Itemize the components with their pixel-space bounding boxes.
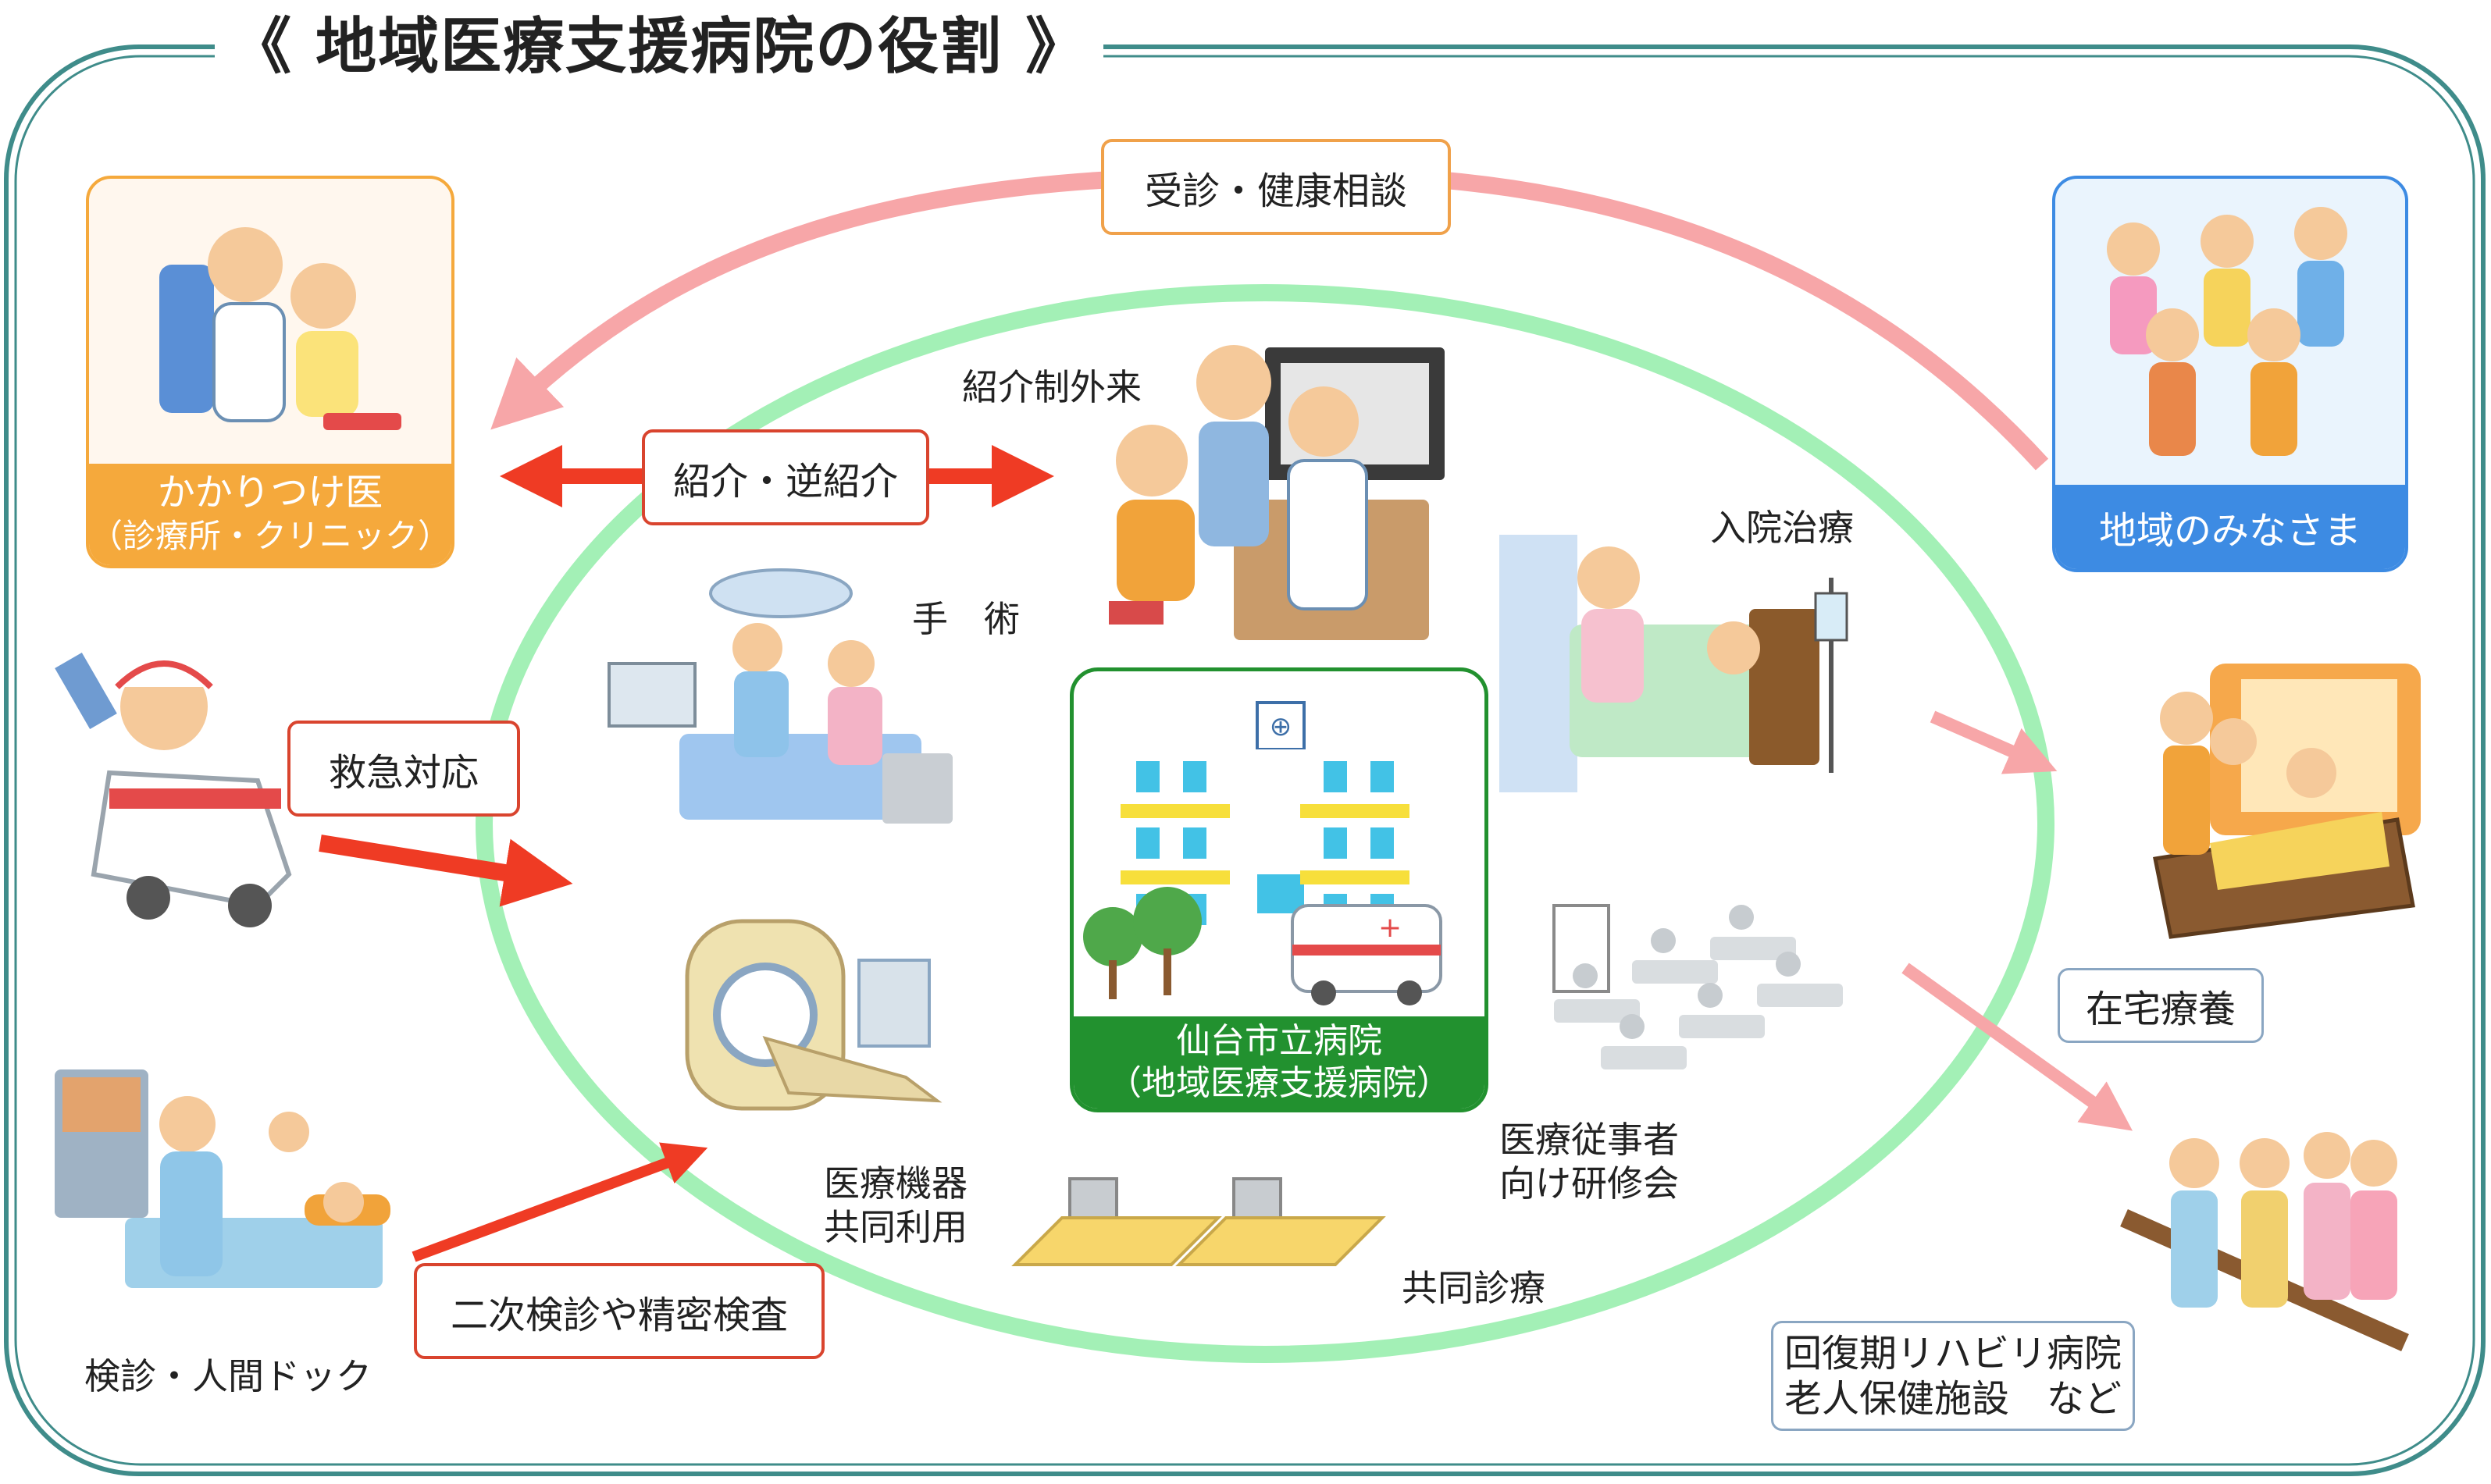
home-care-arrow [1930, 710, 2058, 774]
training-caption-line1: 医療従事者 [1499, 1119, 1679, 1161]
consult-label: 受診・健康相談 [1101, 139, 1451, 235]
equipment-caption-line2: 共同利用 [824, 1206, 968, 1248]
referral-label: 紹介・逆紹介 [642, 429, 929, 525]
page-title: 《 地域医療支援病院の役割 》 [215, 6, 1104, 87]
outer-frame [4, 44, 2486, 1476]
hospital-building: ⊕ + [1083, 701, 1442, 1005]
rehab-illustration [2120, 1132, 2409, 1351]
home-care-illustration [2153, 664, 2421, 939]
clinic-label-line2: （診療所・クリニック） [89, 517, 451, 555]
inpatient-caption: 入院治療 [1710, 507, 1854, 549]
beds-illustration [1011, 1177, 1386, 1266]
home-care-label: 在宅療養 [2058, 968, 2264, 1043]
rehab-label-line1: 回復期リハビリ病院 [1784, 1331, 2122, 1375]
hospital-label-line2: （地域医療支援病院） [1107, 1063, 1451, 1103]
ct-scanner-illustration [685, 919, 943, 1111]
clinic-label: かかりつけ医 （診療所・クリニック） [89, 464, 451, 565]
hospital-label: 仙台市立病院 （地域医療支援病院） [1074, 1016, 1484, 1109]
emergency-arrow [319, 835, 573, 907]
rehab-arrow [1901, 963, 2133, 1131]
ambulance-illustration [55, 653, 292, 927]
svg-text:+: + [1378, 912, 1402, 944]
clinic-illustration [159, 227, 401, 430]
equipment-caption: 医療機器 共同利用 [824, 1162, 968, 1249]
rehab-label: 回復期リハビリ病院 老人保健施設 など [1771, 1321, 2135, 1431]
community-label-text: 地域のみなさま [2098, 509, 2361, 553]
svg-text:⊕: ⊕ [1270, 711, 1292, 742]
seminar-illustration [1552, 904, 1843, 1069]
inpatient-illustration [1499, 535, 1848, 792]
care-ring [476, 284, 2054, 1363]
secondary-exam-arrow [412, 1142, 708, 1262]
outer-frame-inner [14, 55, 2475, 1466]
secondary-exam-label: 二次検診や精密検査 [414, 1263, 825, 1359]
hospital-label-line1: 仙台市立病院 [1176, 1021, 1382, 1061]
outpatient-caption: 紹介制外来 [962, 366, 1142, 408]
equipment-caption-line1: 医療機器 [824, 1162, 968, 1205]
clinic-label-line1: かかりつけ医 [157, 471, 383, 514]
hospital-emblem-icon [1256, 701, 1306, 751]
emergency-label: 救急対応 [287, 721, 520, 817]
community-card: 地域のみなさま [2052, 176, 2408, 572]
checkup-illustration [55, 1069, 390, 1288]
rehab-label-line2: 老人保健施設 など [1784, 1376, 2122, 1421]
community-label: 地域のみなさま [2055, 485, 2405, 569]
checkup-caption: 検診・人間ドック [84, 1355, 372, 1397]
joint-care-caption: 共同診療 [1402, 1267, 1545, 1309]
outpatient-illustration [1109, 345, 1445, 640]
surgery-caption: 手 術 [912, 598, 1020, 640]
surgery-illustration [608, 568, 953, 824]
training-caption-line2: 向け研修会 [1499, 1162, 1679, 1205]
clinic-card: かかりつけ医 （診療所・クリニック） [86, 176, 454, 568]
training-caption: 医療従事者 向け研修会 [1499, 1118, 1679, 1205]
community-illustration [2107, 207, 2347, 456]
hospital-card: ⊕ + 仙台市立病院 （地域医療支援病院） [1070, 667, 1488, 1112]
